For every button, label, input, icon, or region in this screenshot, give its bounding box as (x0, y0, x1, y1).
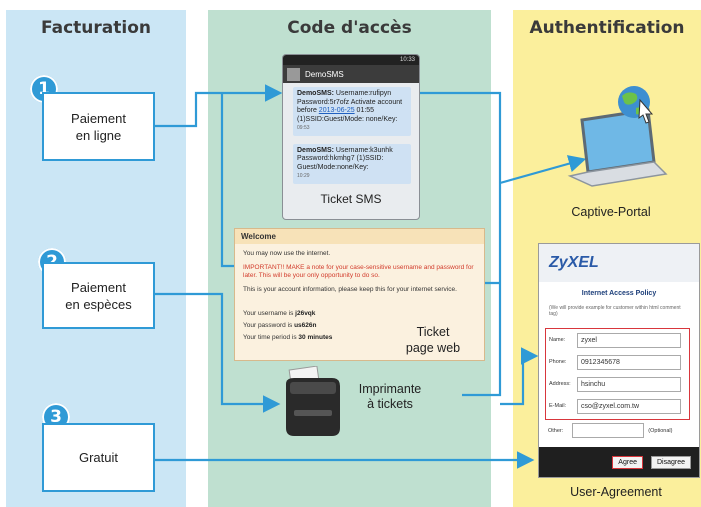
web-ticket-caption-1: Ticket (416, 325, 450, 339)
user-info-fields: Name: zyxel Phone: 0912345678 Address: hsin… (545, 328, 690, 420)
web-ticket-info: This is your account information, please… (243, 286, 457, 293)
other-label: Other: (548, 427, 564, 434)
other-row: Other: (Optional) (548, 423, 688, 438)
sms-ticket-caption: Ticket SMS (320, 191, 382, 206)
sms-2-time: 10:29 (297, 173, 310, 179)
access-policy-note: (We will provide example for customer wi… (549, 305, 681, 317)
web-ticket-account: Your username is j26vqk Your password is… (243, 308, 476, 344)
web-ticket-line1: You may now use the internet. (243, 250, 331, 257)
address-label: Address: (549, 381, 571, 387)
sms-2-prefix: DemoSMS: (297, 146, 334, 154)
period-value: 30 minutes (298, 334, 333, 341)
online-payment-label-2: en ligne (75, 127, 122, 143)
arrow-to-user-agreement (500, 347, 539, 406)
password-value: us626n (294, 322, 317, 329)
printer-caption-1: Imprimante (358, 382, 422, 396)
password-label: Your password is (243, 322, 295, 329)
sms-phone-screen: 10:33 DemoSMS DemoSMS: Username:rufipyn … (282, 54, 420, 220)
address-field[interactable]: hsinchu (577, 376, 681, 392)
sms-thread-header: DemoSMS (283, 65, 419, 83)
web-ticket-warning: IMPORTANT!! MAKE a note for your case-se… (243, 264, 474, 279)
arrow-online-to-sms (153, 84, 283, 128)
access-code-heading: Code d'accès (287, 18, 412, 38)
free-label: Gratuit (78, 450, 118, 465)
free-box: Gratuit (42, 423, 155, 492)
sms-1-text-b: 01:55 (1)SSID:Guest/Mode: none/Key: (297, 107, 398, 123)
sms-1-text-a: Username:rufipyn Password:5r7ofz Activat… (297, 90, 403, 114)
captive-portal-caption: Captive-Portal (571, 205, 651, 219)
sms-2-text: Username:k3unhk Password:hkmhg7 (1)SSID:… (297, 146, 393, 171)
sms-1-date-link[interactable]: 2013-06-25 (318, 107, 355, 114)
arrow-to-captive-portal (499, 155, 587, 185)
phone-status-time: 10:33 (399, 57, 415, 63)
authentication-heading: Authentification (529, 18, 685, 38)
contact-avatar-icon (287, 67, 300, 81)
email-field[interactable]: cso@zyxel.com.tw (577, 398, 681, 414)
phone-status-bar: 10:33 (283, 55, 419, 65)
phone-row: Phone: 0912345678 (546, 353, 689, 371)
name-row: Name: zyxel (546, 331, 689, 349)
online-payment-label-1: Paiement (71, 110, 126, 126)
web-ticket-caption: Ticket page web (385, 324, 481, 356)
billing-heading: Facturation (41, 18, 151, 38)
user-agreement-form: ZyXEL Internet Access Policy (We will pr… (538, 243, 700, 478)
other-hint: (Optional) (648, 427, 673, 434)
sms-message-1: DemoSMS: Username:rufipyn Password:5r7of… (293, 87, 411, 136)
arrow-bus-right (418, 91, 502, 397)
laptop-globe-icon (567, 86, 668, 187)
access-policy-title: Internet Access Policy (581, 290, 657, 297)
disagree-button[interactable]: Disagree (650, 455, 691, 469)
phone-label: Phone: (549, 359, 567, 365)
web-ticket-title: Welcome (235, 229, 484, 244)
email-label: E-Mail: (549, 403, 567, 409)
email-row: E-Mail: cso@zyxel.com.tw (546, 397, 689, 415)
agree-button[interactable]: Agree (612, 455, 643, 469)
phone-field[interactable]: 0912345678 (577, 354, 681, 370)
cash-payment-label-2: en espèces (65, 296, 132, 312)
agreement-buttons: Agree Disagree (539, 447, 699, 477)
other-field[interactable] (572, 423, 645, 438)
cash-payment-label-1: Paiement (71, 279, 126, 295)
address-row: Address: hsinchu (546, 375, 689, 393)
ticket-printer-icon (286, 366, 340, 436)
period-label: Your time period is (243, 334, 299, 341)
printer-caption-2: à tickets (367, 397, 413, 411)
name-field[interactable]: zyxel (577, 332, 681, 348)
sms-1-time: 09:53 (297, 125, 310, 131)
web-ticket: Welcome You may now use the internet. IM… (234, 228, 485, 361)
username-value: j26vqk (295, 310, 316, 317)
arrow-cash-to-printer (153, 292, 281, 413)
zyxel-logo: ZyXEL (539, 244, 699, 282)
user-agreement-caption: User-Agreement (570, 485, 662, 499)
sms-message-2: DemoSMS: Username:k3unhk Password:hkmhg7… (293, 143, 411, 184)
sms-sender: DemoSMS (305, 69, 344, 79)
name-label: Name: (549, 337, 566, 343)
sms-1-prefix: DemoSMS: (297, 90, 334, 97)
web-ticket-caption-2: page web (405, 341, 461, 355)
username-label: Your username is (243, 310, 296, 317)
